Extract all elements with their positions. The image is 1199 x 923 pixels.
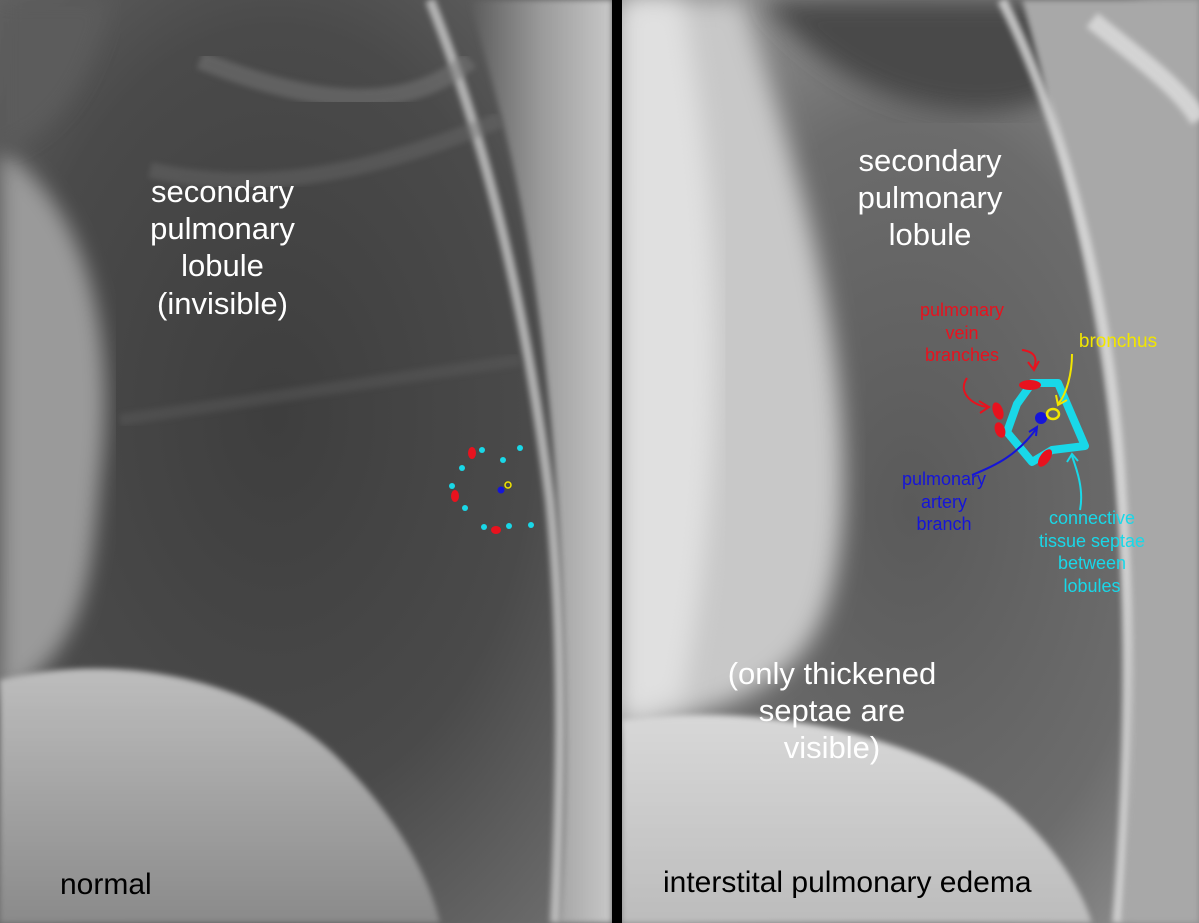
note-line: septae are <box>758 693 906 729</box>
annotation-bronchus: bronchus <box>1058 330 1178 354</box>
septae-visibility-note: (only thickened septae are visible) <box>692 655 972 767</box>
annotation-line: tissue septae <box>1038 530 1146 551</box>
label-line: secondary <box>858 143 1002 178</box>
annotation-line: bronchus <box>1078 331 1158 352</box>
label-line: secondary <box>150 174 295 209</box>
label-line: pulmonary <box>150 211 295 247</box>
annotation-line: vein <box>945 322 979 343</box>
note-line: visible) <box>783 730 881 766</box>
normal-xray-panel: secondary pulmonary lobule (invisible) n… <box>0 0 612 923</box>
annotation-line: lobules <box>1063 575 1121 596</box>
annotation-connective-septae: connective tissue septae between lobules <box>1012 507 1172 597</box>
note-line: (only thickened <box>727 656 937 691</box>
label-line: lobule <box>181 248 264 284</box>
lobule-diagram <box>962 349 1089 511</box>
lobule-label-edema: secondary pulmonary lobule <box>820 142 1040 254</box>
caption-interstitial-edema: interstital pulmonary edema <box>663 866 1032 899</box>
annotation-line: between <box>1057 553 1127 573</box>
normal-chest-xray-image <box>0 0 612 923</box>
label-line: lobule <box>888 217 972 253</box>
edema-xray-panel: secondary pulmonary lobule pulmonary vei… <box>622 0 1199 923</box>
annotation-line: branch <box>916 514 972 534</box>
annotation-line: branches <box>924 345 1000 365</box>
annotation-line: pulmonary <box>919 300 1005 320</box>
lobule-label-normal: secondary pulmonary lobule (invisible) <box>115 173 330 322</box>
annotation-line: pulmonary <box>901 469 987 489</box>
lobule-dots <box>449 445 534 534</box>
annotation-vein-branches: pulmonary vein branches <box>897 299 1027 367</box>
caption-normal: normal <box>60 868 152 901</box>
edema-chest-xray-image <box>622 0 1199 923</box>
label-line: pulmonary <box>857 180 1003 216</box>
panel-divider <box>612 0 622 923</box>
label-line: (invisible) <box>157 285 288 321</box>
annotation-line: artery <box>920 491 967 512</box>
annotation-artery-branch: pulmonary artery branch <box>884 468 1004 536</box>
annotation-line: connective <box>1048 508 1136 528</box>
